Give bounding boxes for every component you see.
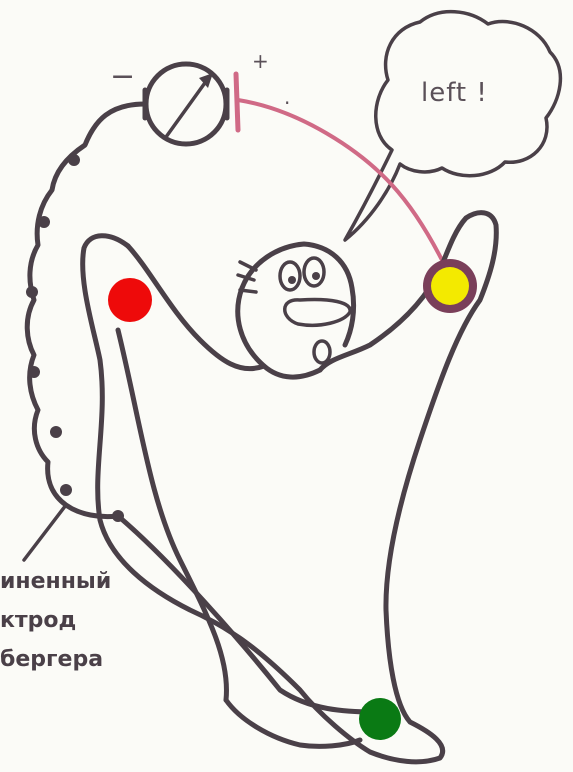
positive-lead xyxy=(238,100,445,266)
caption-line-3: бергера xyxy=(0,640,111,679)
leg-inner-right xyxy=(226,700,360,746)
galvanometer-needle xyxy=(166,80,207,137)
caption-line-2: ктрод xyxy=(0,601,111,640)
right-arm-electrode xyxy=(108,278,152,322)
ground-lead-to-foot xyxy=(118,516,375,712)
leg-inner xyxy=(118,330,227,700)
speech-bubble-text: left ! xyxy=(421,78,488,108)
left-arm-electrode xyxy=(431,267,469,305)
left-pupil xyxy=(288,276,296,284)
right-eye xyxy=(304,258,324,286)
caption: иненный ктрод бергера xyxy=(0,562,111,679)
mouth xyxy=(314,341,330,363)
caption-pointer xyxy=(24,505,66,560)
right-pupil xyxy=(312,272,320,280)
nose xyxy=(285,300,350,326)
caption-line-1: иненный xyxy=(0,562,111,601)
galvanometer-dial xyxy=(146,64,226,144)
speech-bubble xyxy=(345,12,560,240)
minus-sign: − xyxy=(110,59,135,94)
positive-terminal-plate xyxy=(236,74,238,130)
left-eye xyxy=(280,262,300,290)
plus-sign: + xyxy=(252,49,269,73)
foot-electrode xyxy=(359,698,401,740)
galvanometer: − + · xyxy=(110,49,290,144)
